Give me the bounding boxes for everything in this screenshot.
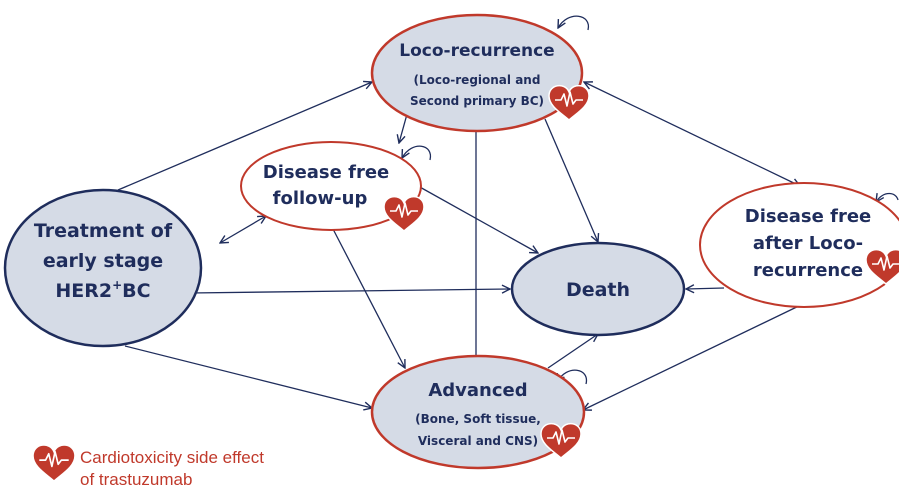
edge-advanced-to-death (547, 334, 598, 369)
edge-dfa-to-death (686, 288, 725, 289)
dff-line2: follow-up (273, 188, 368, 209)
treat-line1: Treatment of (34, 220, 173, 242)
node-advanced: Advanced (Bone, Soft tissue, Visceral an… (370, 354, 586, 470)
dff-line1: Disease free (263, 162, 390, 183)
treat-line2: early stage (43, 250, 163, 272)
node-treatment-early-stage: Treatment of early stage HER2+BC (3, 188, 203, 348)
heart-ecg-icon (548, 84, 590, 121)
treat-line3: HER2+BC (55, 278, 150, 302)
advanced-sub1: (Bone, Soft tissue, (415, 412, 541, 426)
edge-treat-dff-bidirectional (220, 216, 266, 243)
edge-dff-to-advanced (332, 228, 405, 368)
legend-line2: of trastuzumab (80, 470, 192, 488)
death-title: Death (566, 279, 630, 301)
edge-treat-to-advanced (124, 345, 372, 408)
legend: Cardiotoxicity side effect of trastuzuma… (32, 444, 264, 488)
self-loops (402, 15, 899, 385)
node-disease-free-after-loco: Disease free after Loco- recurrence (699, 182, 899, 308)
loco-sub2: Second primary BC) (410, 94, 544, 108)
self-loop-arrow-icon (558, 15, 589, 31)
dfa-line1: Disease free (745, 206, 872, 227)
heart-ecg-icon (32, 444, 76, 482)
advanced-title: Advanced (428, 380, 527, 401)
edge-treat-to-death (189, 289, 510, 293)
dfa-line2: after Loco- (753, 233, 863, 254)
self-loop-arrow-icon (402, 145, 432, 161)
legend-line1: Cardiotoxicity side effect (80, 448, 264, 467)
node-loco-recurrence: Loco-recurrence (Loco-regional and Secon… (370, 13, 584, 133)
edge-loco-to-death (544, 118, 598, 242)
heart-ecg-icon (383, 195, 425, 232)
loco-title: Loco-recurrence (399, 41, 554, 61)
self-loop-arrow-icon (876, 192, 899, 203)
dfa-line3: recurrence (753, 260, 863, 281)
node-death: Death (510, 241, 686, 337)
node-disease-free-follow-up: Disease free follow-up (240, 141, 422, 231)
loco-sub1: (Loco-regional and (414, 73, 541, 87)
edge-loco-dfa-bidirectional (584, 82, 800, 186)
edge-dfa-to-advanced (583, 302, 806, 410)
edge-dff-to-death (417, 185, 538, 253)
advanced-sub2: Visceral and CNS) (418, 434, 538, 448)
edge-treat-to-loco (117, 82, 372, 191)
edges (117, 82, 806, 410)
